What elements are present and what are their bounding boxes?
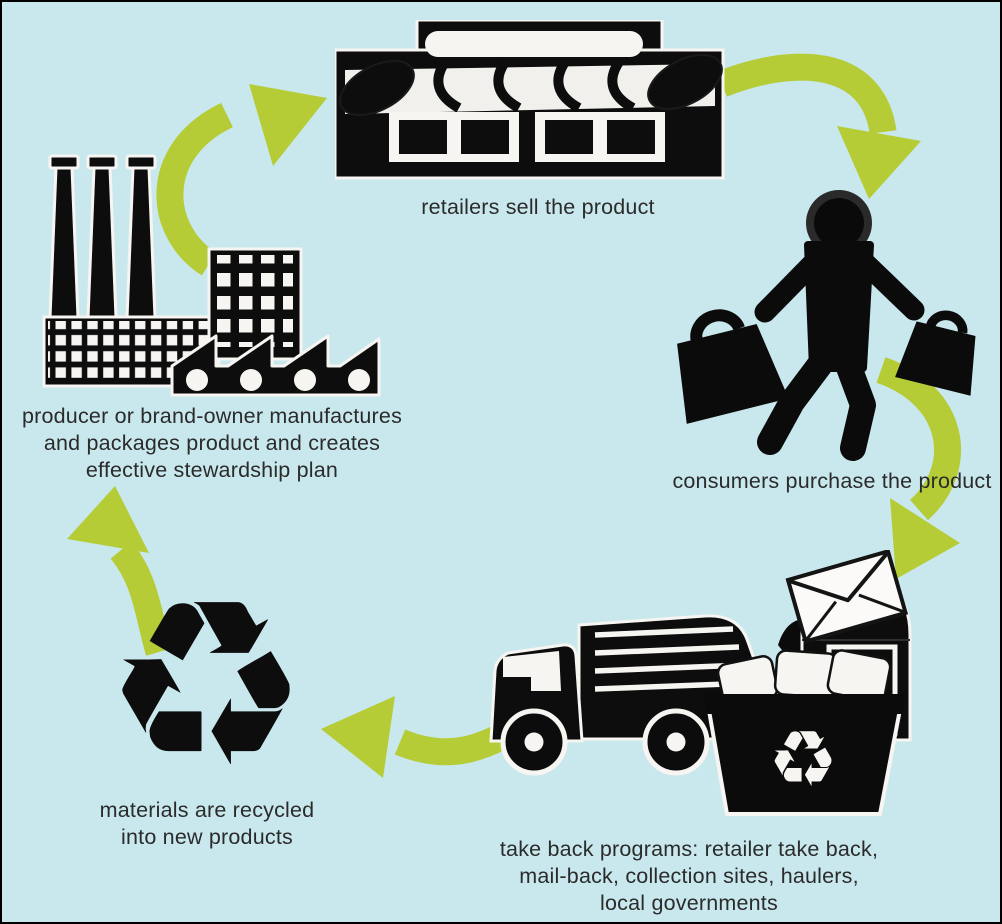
- producer-caption: producer or brand-owner manufactures and…: [12, 403, 412, 484]
- takeback-caption-line: take back programs: retailer take back,: [499, 837, 879, 861]
- recycle-caption: materials are recycled into new products: [57, 797, 357, 851]
- consumer-caption: consumers purchase the product: [657, 468, 1000, 495]
- store-windows: [389, 112, 665, 162]
- consumer-caption-line: consumers purchase the product: [672, 469, 992, 493]
- retail-caption: retailers sell the product: [338, 194, 738, 221]
- recycling-symbol-icon: ♻: [102, 552, 310, 819]
- recycle-bin-icon: ♻: [704, 649, 905, 816]
- takeback-caption-line: local governments: [600, 891, 778, 915]
- retail-caption-line: retailers sell the product: [421, 195, 655, 219]
- producer-caption-line: and packages product and creates: [43, 431, 381, 455]
- factory-tower-building: [207, 247, 303, 361]
- person-figure: [754, 190, 925, 461]
- bin-recycle-symbol-icon: ♻: [768, 715, 838, 805]
- smokestacks: [48, 154, 157, 320]
- producer-caption-line: effective stewardship plan: [85, 458, 339, 482]
- recycle-caption-line: materials are recycled: [99, 798, 315, 822]
- takeback-caption: take back programs: retailer take back, …: [489, 836, 889, 917]
- truck-windshield: [503, 651, 561, 691]
- shopper-icon: [677, 190, 976, 461]
- shopping-bag-right-icon: [895, 310, 976, 396]
- bin-rim: [704, 694, 905, 714]
- sawtooth-factory: [170, 334, 381, 397]
- shopping-bag-left-icon: [677, 309, 789, 424]
- takeback-caption-line: mail-back, collection sites, haulers,: [519, 864, 859, 888]
- bin-contents: [716, 649, 892, 707]
- producer-caption-line: producer or brand-owner manufactures: [21, 404, 403, 428]
- storefront-icon: [335, 20, 725, 180]
- store-sign-bar: [425, 31, 643, 57]
- arrow-retail-to-consumer-icon: [717, 53, 921, 199]
- envelope-icon: [785, 550, 909, 644]
- store-awning: [339, 53, 723, 117]
- factory-icon: [42, 154, 381, 397]
- recycle-caption-line: into new products: [121, 825, 293, 849]
